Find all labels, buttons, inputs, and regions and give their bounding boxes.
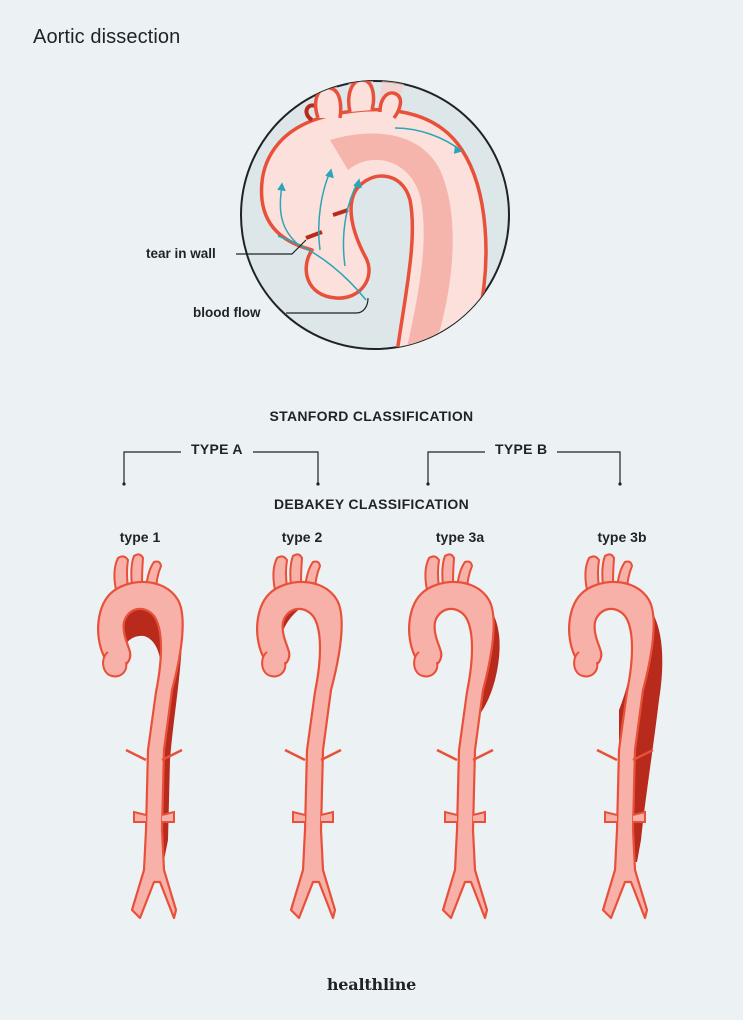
callout-tear-in-wall: tear in wall: [146, 246, 216, 261]
aorta-type-3a: [407, 553, 500, 920]
callout-blood-flow: blood flow: [193, 305, 261, 320]
debakey-type-2-label: type 2: [281, 529, 323, 545]
debakey-type-1-label: type 1: [119, 529, 161, 545]
aorta-type-3b: [567, 553, 663, 920]
page-title: Aortic dissection: [33, 26, 181, 48]
aorta-type-2: [255, 553, 343, 920]
debakey-heading: DEBAKEY CLASSIFICATION: [273, 496, 470, 512]
stanford-type-b-label: TYPE B: [485, 441, 558, 457]
flow-leader-line: [286, 297, 369, 314]
healthline-logo: healthline: [326, 975, 417, 994]
blood-flow-arrows: [277, 127, 463, 301]
aorta-type-1: [96, 553, 184, 920]
tear-leader-line: [236, 239, 307, 255]
stanford-heading: STANFORD CLASSIFICATION: [269, 408, 474, 424]
aortic-arch-detail: [236, 80, 510, 350]
debakey-type-3b-label: type 3b: [597, 529, 647, 545]
debakey-type-3a-label: type 3a: [435, 529, 485, 545]
stanford-type-a-label: TYPE A: [181, 441, 253, 457]
